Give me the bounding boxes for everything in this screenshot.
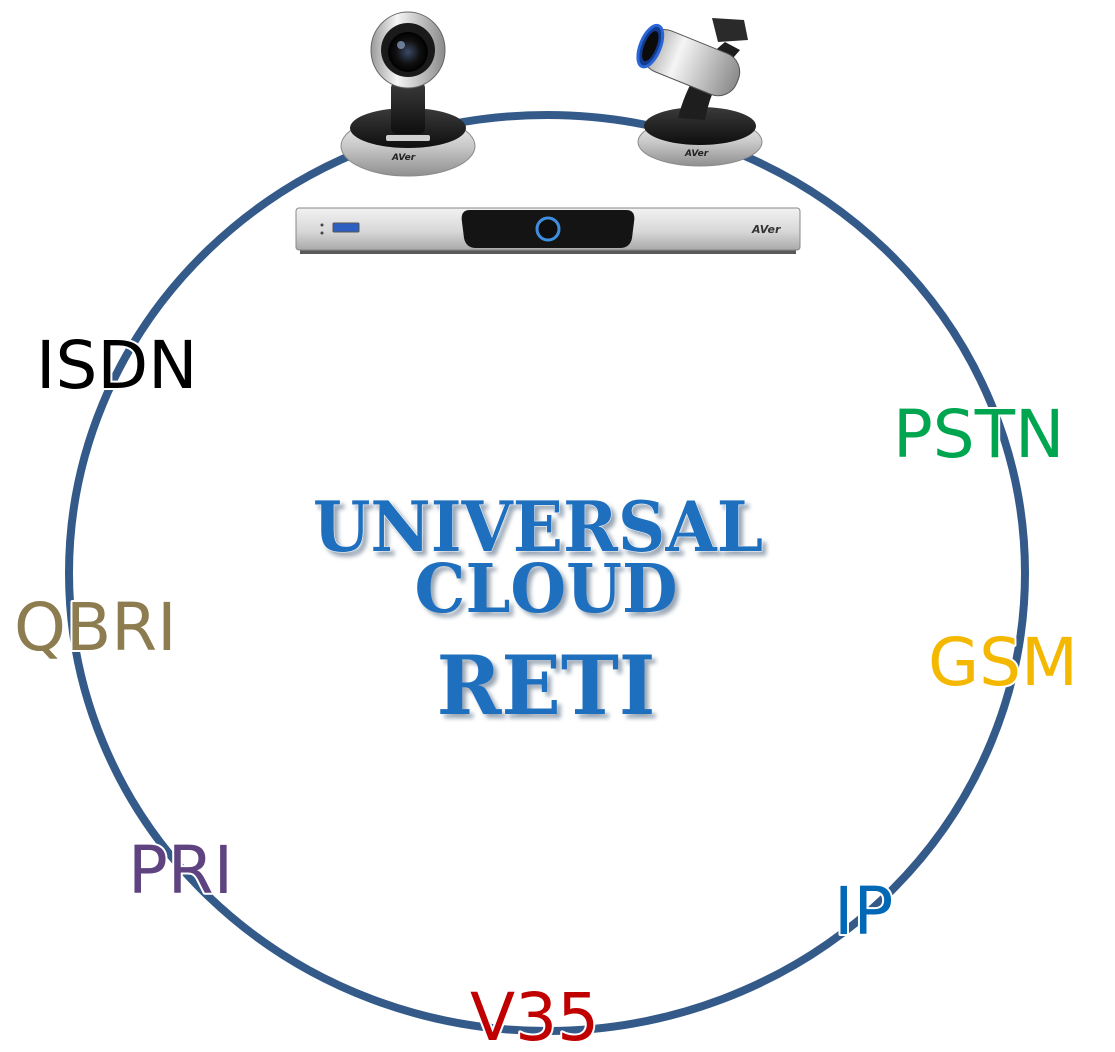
network-label-v35: V35 (470, 979, 599, 1048)
title-line-reti: RETI (437, 637, 656, 733)
brand-mark-left-camera: AVer (391, 153, 416, 163)
network-label-ip: IP (834, 873, 893, 950)
network-ring (65, 111, 1029, 1035)
brand-mark-right-camera: AVer (684, 149, 709, 159)
title-line-cloud: CLOUD (415, 550, 678, 629)
network-label-qbri: QBRI (14, 589, 177, 666)
network-label-gsm: GSM (928, 624, 1078, 701)
ptz-camera-left: AVer (340, 11, 476, 177)
ptz-camera-right: AVer (636, 18, 763, 167)
codec-unit: AVer (295, 207, 801, 254)
network-label-isdn: ISDN (36, 327, 198, 404)
title-line-universal: UNIVERSAL (313, 486, 763, 568)
brand-mark-codec: AVer (751, 223, 781, 236)
network-label-pstn: PSTN (893, 396, 1064, 473)
center-title: UNIVERSAL CLOUD RETI (312, 485, 763, 733)
network-label-pri: PRI (128, 832, 233, 909)
